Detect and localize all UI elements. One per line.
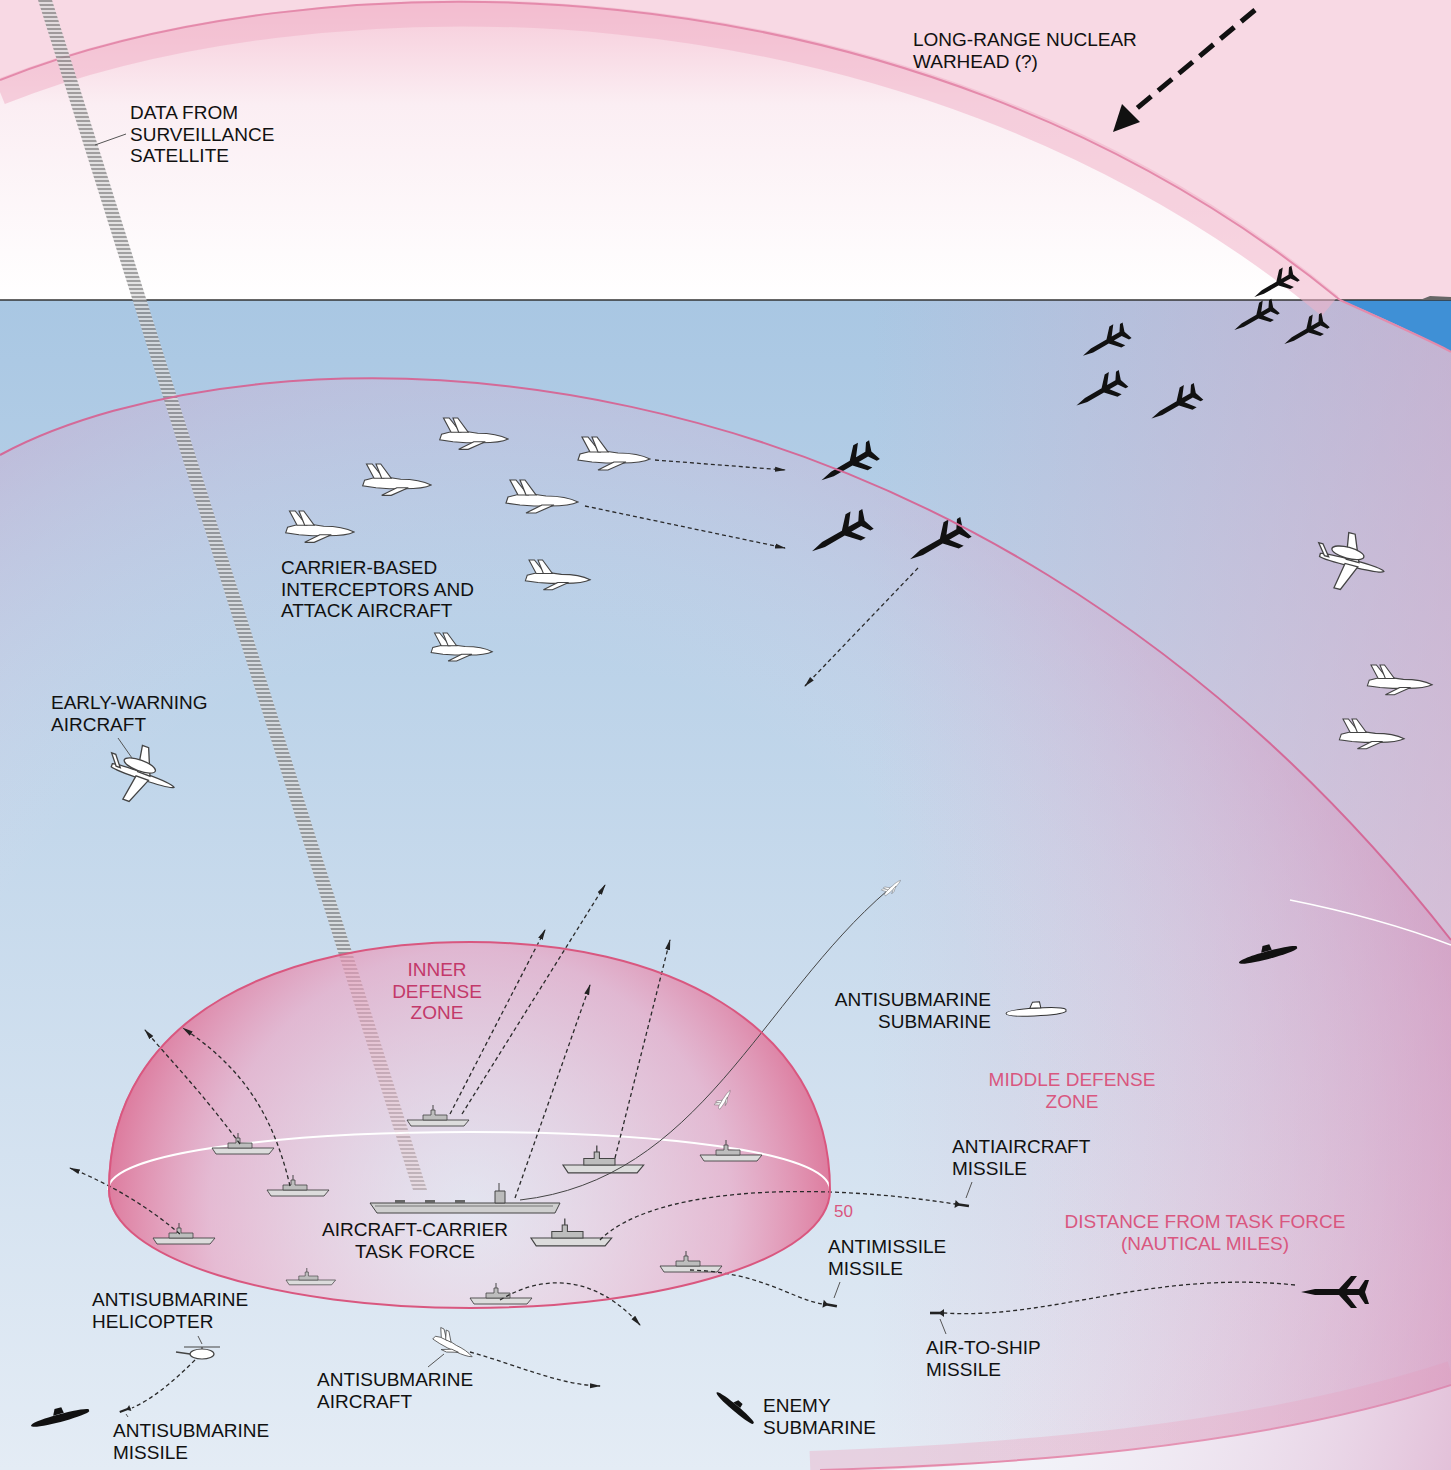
attack-aircraft bbox=[431, 633, 492, 661]
attack-aircraft bbox=[525, 560, 590, 590]
ship bbox=[407, 1105, 469, 1126]
callout-label: DISTANCE FROM TASK FORCE (NAUTICAL MILES… bbox=[1055, 1211, 1355, 1254]
aircraft-track bbox=[520, 890, 888, 1200]
leader-line bbox=[966, 1182, 972, 1198]
missile-track bbox=[600, 1192, 955, 1240]
outer-zone-band bbox=[0, 13, 1330, 306]
leader-line bbox=[198, 1336, 202, 1344]
missile-track bbox=[470, 1352, 600, 1386]
leader-line bbox=[126, 1414, 128, 1417]
interceptor bbox=[506, 480, 578, 513]
zone-edge bbox=[0, 379, 1451, 940]
interceptor bbox=[440, 418, 508, 449]
ship bbox=[286, 1268, 336, 1285]
ship bbox=[267, 1175, 329, 1196]
enemy-aircraft bbox=[1229, 296, 1281, 339]
early-warning-aircraft bbox=[98, 736, 184, 814]
callout-label: LONG-RANGE NUCLEAR WARHEAD (?) bbox=[913, 29, 1145, 72]
missile-track bbox=[183, 1028, 290, 1186]
enemy-aircraft bbox=[1070, 367, 1130, 416]
callout-label: CARRIER-BASED INTERCEPTORS AND ATTACK AI… bbox=[281, 557, 491, 622]
callout-label: ENEMY SUBMARINE bbox=[763, 1395, 888, 1438]
leader-line bbox=[428, 1354, 444, 1367]
ship bbox=[563, 1146, 644, 1173]
enemy-submarine bbox=[28, 1401, 90, 1430]
interceptor bbox=[286, 511, 354, 542]
enemy-bomber bbox=[1301, 1276, 1369, 1308]
callout-label: 50 bbox=[834, 1201, 864, 1223]
leader-line bbox=[940, 1319, 946, 1334]
missile-track bbox=[585, 506, 785, 548]
sea bbox=[0, 300, 1451, 1470]
aircraft bbox=[881, 876, 903, 898]
missile-track bbox=[462, 885, 605, 1114]
open-sea bbox=[1340, 300, 1451, 352]
interceptor bbox=[578, 437, 650, 470]
leader-line bbox=[834, 1282, 840, 1298]
interceptor bbox=[1339, 719, 1404, 749]
zone-edge bbox=[109, 942, 830, 1308]
enemy-submarine bbox=[715, 1386, 759, 1425]
callout-label: ANTISUBMARINE SUBMARINE bbox=[826, 989, 991, 1032]
callout-label: EARLY-WARNING AIRCRAFT bbox=[51, 692, 226, 735]
warhead-arrowhead bbox=[1113, 104, 1140, 132]
enemy-submarine bbox=[1236, 938, 1298, 967]
enemy-aircraft bbox=[1145, 380, 1205, 429]
enemy-aircraft bbox=[902, 514, 973, 573]
enemy-aircraft bbox=[1279, 310, 1331, 353]
middle-zone-base bbox=[1290, 900, 1451, 945]
antisubmarine-aircraft bbox=[430, 1327, 478, 1363]
zone-label: INNER DEFENSE ZONE bbox=[387, 959, 487, 1024]
ship bbox=[153, 1223, 215, 1244]
callout-label: ANTISUBMARINE AIRCRAFT bbox=[317, 1369, 492, 1412]
missile-track bbox=[145, 1030, 240, 1144]
leader-line bbox=[118, 738, 132, 758]
missile-track bbox=[690, 1270, 822, 1304]
callout-label: AIRCRAFT-CARRIER TASK FORCE bbox=[315, 1219, 515, 1262]
warhead-path bbox=[1130, 10, 1255, 114]
missile-track bbox=[70, 1168, 180, 1234]
antisubmarine-submarine bbox=[1006, 1000, 1067, 1017]
missile-track bbox=[944, 1282, 1295, 1313]
air-to-ship-missile bbox=[930, 1309, 944, 1317]
missile-track bbox=[132, 1360, 195, 1408]
missile-track bbox=[655, 460, 785, 470]
callout-label: ANTISUBMARINE HELICOPTER bbox=[92, 1289, 267, 1332]
enemy-aircraft bbox=[1249, 263, 1301, 306]
ship bbox=[660, 1251, 722, 1272]
interceptor bbox=[363, 464, 431, 495]
ship bbox=[470, 1283, 532, 1304]
antiaircraft-missile bbox=[955, 1200, 970, 1210]
inner-zone-fill bbox=[108, 942, 830, 1308]
missile-track bbox=[515, 985, 590, 1198]
antisubmarine-helicopter bbox=[176, 1347, 220, 1359]
callout-label: ANTISUBMARINE MISSILE bbox=[113, 1420, 288, 1463]
enemy-aircraft bbox=[804, 506, 875, 565]
interceptor bbox=[1367, 665, 1432, 695]
outer-zone-edge bbox=[0, 2, 1340, 300]
outer-zone-edge bbox=[1340, 300, 1451, 352]
enemy-aircraft bbox=[1077, 320, 1133, 366]
aircraft bbox=[714, 1087, 733, 1111]
inner-zone-base bbox=[108, 1132, 830, 1190]
callout-label: ANTIMISSILE MISSILE bbox=[828, 1236, 963, 1279]
leader-line bbox=[95, 134, 126, 145]
ship bbox=[700, 1140, 762, 1161]
early-warning-aircraft bbox=[1308, 526, 1391, 599]
missile-track bbox=[450, 930, 545, 1114]
callout-label: ANTIAIRCRAFT MISSILE bbox=[952, 1136, 1102, 1179]
ship bbox=[531, 1219, 612, 1246]
zone-label: MIDDLE DEFENSE ZONE bbox=[982, 1069, 1162, 1112]
ship bbox=[212, 1133, 274, 1154]
callout-label: AIR-TO-SHIP MISSILE bbox=[926, 1337, 1056, 1380]
antimissile-missile bbox=[822, 1300, 837, 1310]
horizon bbox=[0, 299, 1451, 301]
zone-tint bbox=[0, 300, 1451, 1470]
missile-track bbox=[805, 568, 918, 686]
antisubmarine-missile bbox=[119, 1405, 132, 1415]
callout-label: DATA FROM SURVEILLANCE SATELLITE bbox=[130, 102, 290, 167]
coast bbox=[1420, 296, 1451, 300]
